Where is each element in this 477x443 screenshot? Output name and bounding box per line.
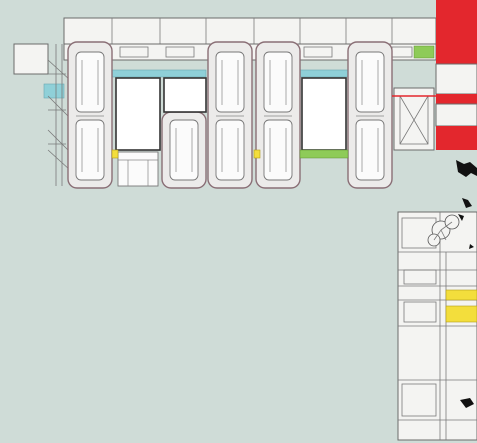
left-entry bbox=[13, 43, 71, 186]
red-wall bbox=[392, 0, 477, 150]
car-lift-bay-1 bbox=[67, 41, 113, 189]
car-lift-bay-4 bbox=[347, 41, 393, 189]
rail-2 bbox=[299, 69, 351, 78]
car-lift-bay-3 bbox=[255, 41, 301, 189]
car-lift-bay-2 bbox=[207, 41, 253, 189]
open-bay-1 bbox=[111, 77, 161, 187]
open-bay-3 bbox=[253, 77, 349, 159]
plant-icon bbox=[427, 214, 474, 408]
storage-block bbox=[393, 87, 435, 151]
open-bay-2 bbox=[163, 77, 207, 113]
car-lift-bay-5 bbox=[161, 111, 207, 189]
roof-band bbox=[63, 17, 437, 45]
shadow-marks bbox=[456, 160, 477, 208]
rail-1 bbox=[111, 69, 207, 78]
